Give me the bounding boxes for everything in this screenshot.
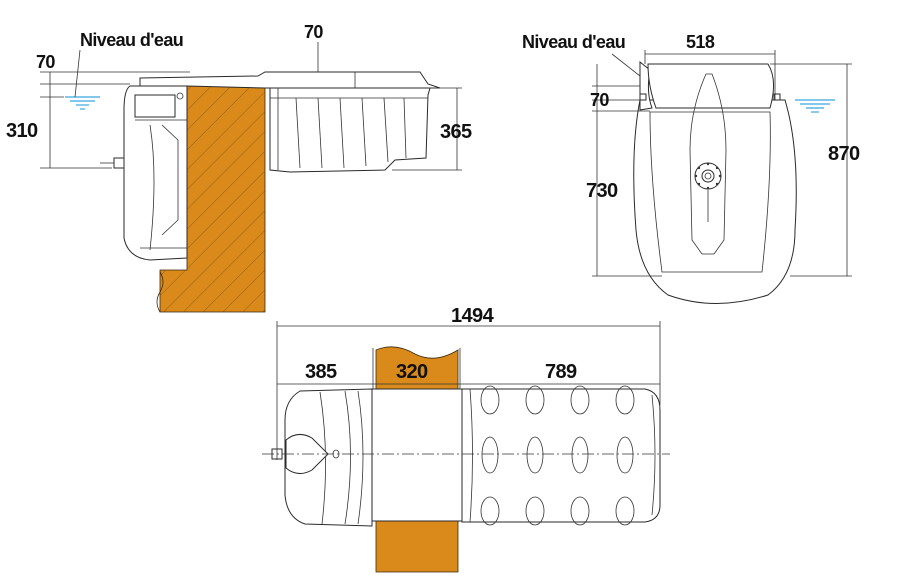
dim-label-320: 320	[396, 361, 428, 383]
leader-water-right	[611, 53, 641, 77]
dim-label-front-70: 70	[590, 90, 609, 110]
dim-label-side-70: 70	[36, 52, 55, 72]
top-view: 1494 385 320 789	[262, 305, 670, 573]
dim-label-side-310: 310	[6, 120, 38, 142]
skimmer-body-side	[100, 85, 188, 261]
dim-label-front-730: 730	[586, 180, 618, 202]
dim-label-789: 789	[545, 361, 577, 383]
skimmer-body-front	[633, 60, 797, 304]
dim-label-front-870: 870	[828, 143, 860, 165]
front-view: Niveau d'eau 518 70 730 870	[522, 32, 861, 304]
dim-label-front-518: 518	[686, 32, 715, 52]
basket-housing-side	[269, 72, 431, 173]
dim-label-1494: 1494	[451, 305, 495, 327]
connecting-tube	[369, 388, 463, 522]
water-level-symbol-left	[65, 96, 100, 110]
side-section-view: Niveau d'eau 70 310 70 365	[6, 22, 473, 313]
skimmer-lid-side	[139, 71, 441, 89]
dim-label-385: 385	[305, 361, 337, 383]
water-level-symbol-right	[795, 99, 835, 113]
skimmer-body-top	[271, 388, 373, 527]
dim-label-top-70: 70	[304, 22, 323, 42]
water-level-label-right: Niveau d'eau	[522, 32, 625, 52]
dim-label-side-365: 365	[440, 121, 472, 143]
basket-housing-top	[461, 385, 661, 526]
water-level-label-left: Niveau d'eau	[80, 30, 183, 50]
leader-water-left	[74, 49, 81, 98]
